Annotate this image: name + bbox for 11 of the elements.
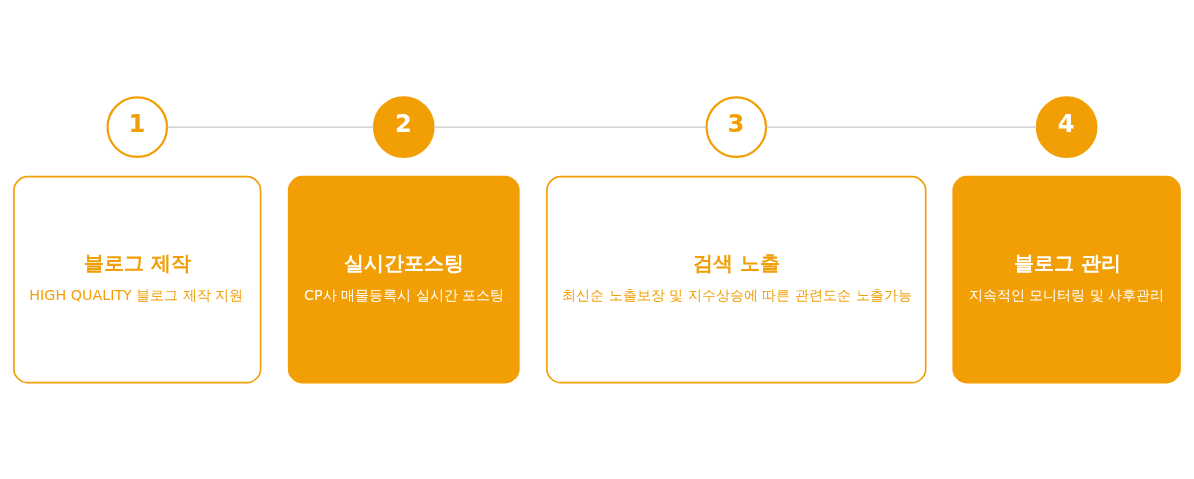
node-circle: 2 [372, 95, 435, 158]
node-circle: 1 [106, 95, 169, 158]
connector [166, 126, 375, 128]
node-box: 블로그 관리 지속적인 모니터링 및 사후관리 [952, 175, 1181, 383]
node-circle: 3 [705, 95, 768, 158]
connector [765, 126, 1038, 128]
node-box: 블로그 제작 HIGH QUALITY 블로그 제작 지원 [13, 175, 262, 383]
node-circle: 4 [1035, 95, 1098, 158]
node-box: 검색 노출 최신순 노출보장 및 지수상승에 따른 관련도순 노출가능 [546, 175, 927, 383]
node-box: 실시간포스팅 CP사 매물등록시 실시간 포스팅 [287, 175, 520, 383]
connector [433, 126, 707, 128]
